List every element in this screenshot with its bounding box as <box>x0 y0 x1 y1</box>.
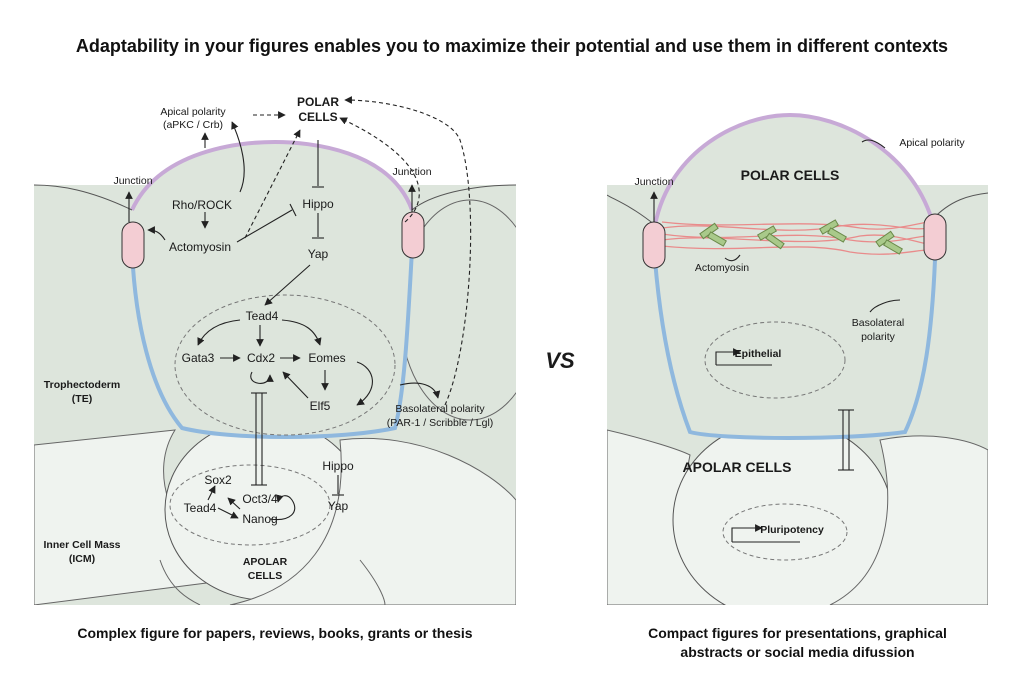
right-caption-line-2: abstracts or social media difussion <box>680 644 915 660</box>
junction-left-label: Junction <box>113 175 152 187</box>
basolateral-membrane <box>130 249 414 439</box>
right-caption-line-1: Compact figures for presentations, graph… <box>648 625 947 641</box>
right-junction-right <box>923 213 947 261</box>
icm-nucleus <box>169 464 331 546</box>
epithelial-label: Epithelial <box>735 348 782 360</box>
right-actomyosin-label: Actomyosin <box>695 262 749 274</box>
myosin-motors <box>699 219 903 255</box>
te-nucleus <box>174 294 396 436</box>
pluripotency-label: Pluripotency <box>760 524 824 536</box>
apical-membrane <box>130 139 414 211</box>
nanog-label: Nanog <box>242 512 277 526</box>
right-basolateral-membrane <box>653 259 937 440</box>
apolar-cells-label: APOLAR <box>243 556 288 568</box>
junction-right <box>401 211 425 259</box>
right-junction-label: Junction <box>634 176 673 188</box>
left-panel <box>34 139 516 605</box>
pluripotency-nucleus <box>722 503 848 561</box>
polar-cells-label: POLAR <box>297 95 339 109</box>
junction-right-label: Junction <box>392 166 431 178</box>
cdx2-label: Cdx2 <box>247 351 275 365</box>
left-caption: Complex figure for papers, reviews, book… <box>77 625 473 641</box>
sox2-label: Sox2 <box>204 473 232 487</box>
gata3-label: Gata3 <box>182 351 215 365</box>
yap-te-label: Yap <box>308 247 329 261</box>
icm-label: Inner Cell Mass <box>43 539 120 551</box>
actomyosin-label: Actomyosin <box>169 240 231 254</box>
rho-rock-label: Rho/ROCK <box>172 198 232 212</box>
right-basolateral-label: Basolateral <box>852 317 905 329</box>
icm-neighbour-right <box>229 438 516 605</box>
polar-cell-body <box>132 142 412 437</box>
right-apical-membrane <box>653 112 934 226</box>
elf5-label: Elf5 <box>310 399 331 413</box>
right-polar-cell <box>655 115 935 438</box>
hippo-te-label: Hippo <box>302 197 334 211</box>
apical-polarity-markers: (aPKC / Crb) <box>163 119 223 131</box>
apical-polarity-label: Apical polarity <box>160 106 226 118</box>
right-caption: Compact figures for presentations, graph… <box>600 624 995 662</box>
yap-icm-label: Yap <box>328 499 349 513</box>
apolar-cells-label-2: CELLS <box>248 570 282 582</box>
versus-label: VS <box>545 348 575 373</box>
right-apolar-cells-label: APOLAR CELLS <box>683 459 792 475</box>
oct34-label: Oct3/4 <box>242 492 278 506</box>
tead4-icm-label: Tead4 <box>184 501 217 515</box>
right-junction-left <box>642 221 666 269</box>
right-basolateral-label-2: polarity <box>861 331 896 343</box>
right-apical-polarity-label: Apical polarity <box>899 137 965 149</box>
figure-heading: Adaptability in your figures enables you… <box>75 36 949 56</box>
right-polar-cells-label: POLAR CELLS <box>741 167 840 183</box>
eomes-label: Eomes <box>308 351 345 365</box>
junction-left <box>121 221 145 269</box>
hippo-icm-label: Hippo <box>322 459 354 473</box>
trophectoderm-abbrev: (TE) <box>72 393 92 405</box>
polar-cells-label-2: CELLS <box>298 110 337 124</box>
tead4-te-label: Tead4 <box>246 309 279 323</box>
right-panel <box>607 112 988 605</box>
basolateral-polarity-label: Basolateral polarity <box>395 403 485 415</box>
icm-abbrev: (ICM) <box>69 553 95 565</box>
epithelial-nucleus <box>704 321 846 399</box>
basolateral-polarity-markers: (PAR-1 / Scribble / Lgl) <box>387 417 494 429</box>
trophectoderm-label: Trophectoderm <box>44 379 120 391</box>
